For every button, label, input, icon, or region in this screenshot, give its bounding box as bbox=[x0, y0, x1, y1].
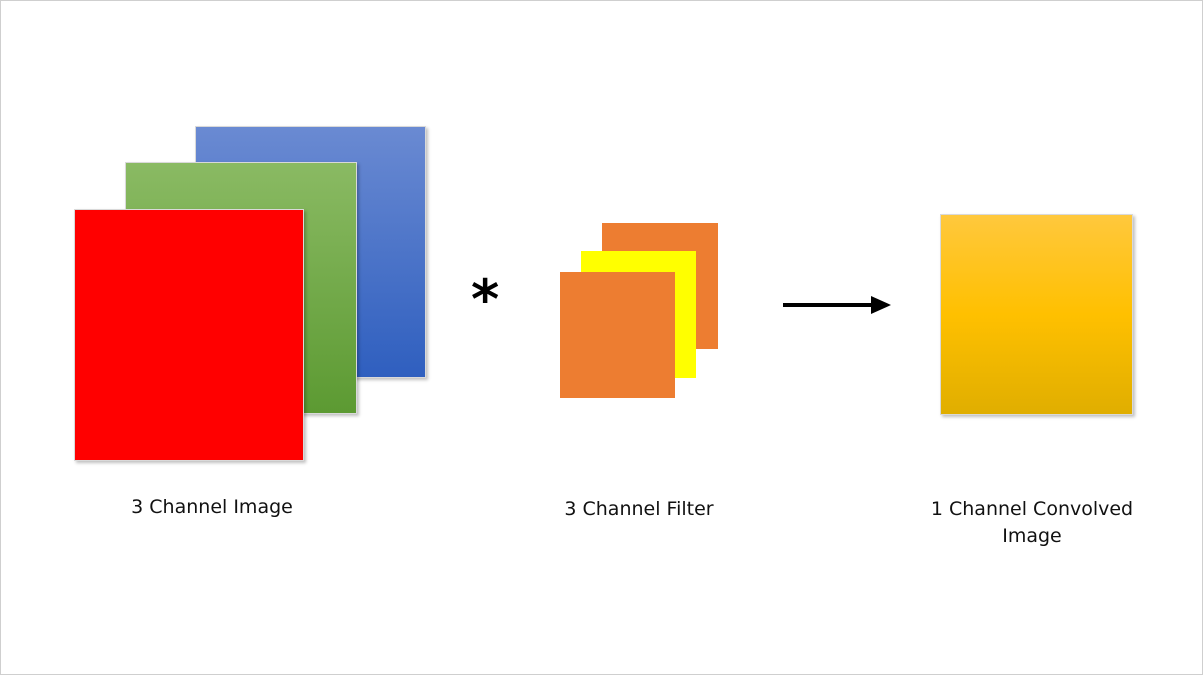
output-square bbox=[940, 214, 1133, 415]
filter-label: 3 Channel Filter bbox=[564, 498, 714, 520]
output-label: 1 Channel Convolved Image bbox=[907, 496, 1157, 550]
red-channel-square bbox=[74, 209, 304, 461]
input-image-label: 3 Channel Image bbox=[131, 496, 293, 518]
output-label-line2: Image bbox=[1002, 525, 1062, 547]
right-arrow-icon bbox=[781, 291, 895, 324]
convolution-operator: * bbox=[471, 268, 500, 331]
filter-front-square bbox=[560, 272, 675, 398]
output-label-line1: 1 Channel Convolved bbox=[930, 498, 1134, 520]
